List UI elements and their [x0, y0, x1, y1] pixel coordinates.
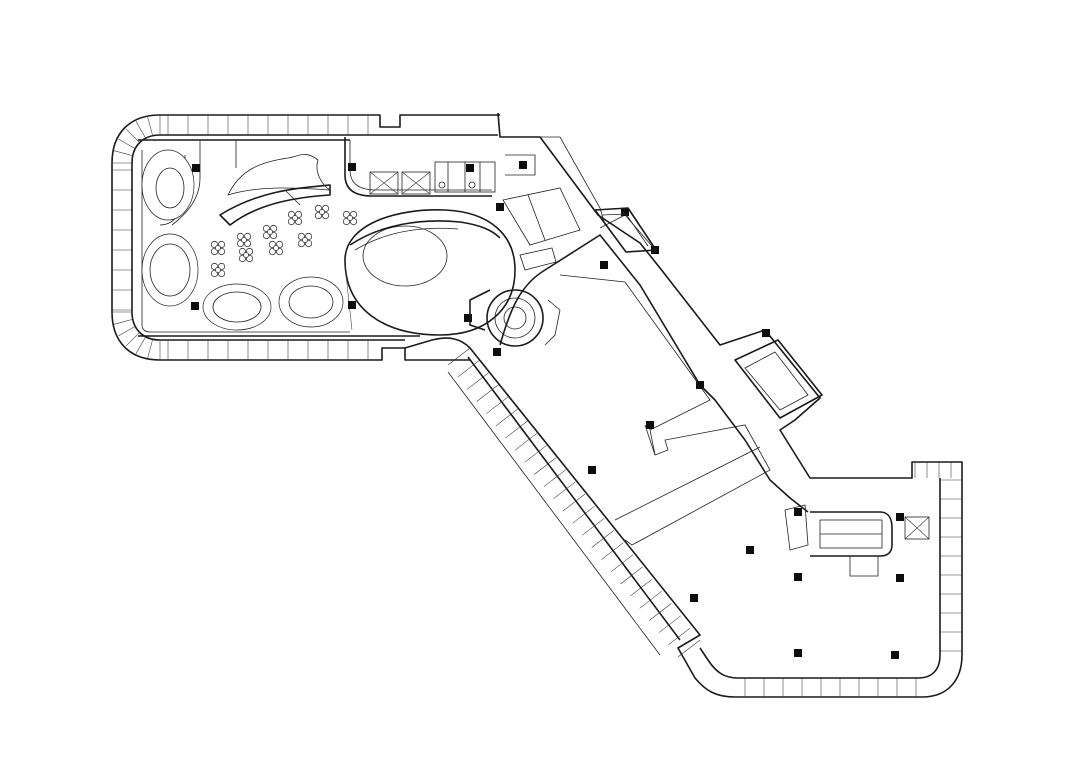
lounge-stools	[210, 204, 358, 278]
balcony-ticks-east	[744, 462, 962, 697]
structural-column	[466, 164, 474, 172]
facade-tick	[658, 615, 682, 633]
oval-atrium	[344, 209, 516, 336]
facade-tick	[610, 554, 634, 573]
facade-tick	[486, 396, 509, 414]
structural-column	[621, 208, 629, 216]
facade-tick	[447, 347, 471, 366]
stool-table	[292, 215, 298, 221]
balcony-ticks-west	[112, 115, 369, 360]
interior-walls	[499, 136, 809, 546]
facade-tick	[505, 420, 528, 439]
facade-tick	[457, 359, 480, 378]
facade-tick	[581, 518, 605, 536]
structural-column	[646, 421, 654, 429]
structural-column	[696, 381, 704, 389]
facade-tick	[553, 481, 576, 500]
facade-tick	[591, 530, 614, 548]
facade-tick	[514, 432, 538, 451]
balcony-tick	[118, 325, 136, 337]
facade-edge	[447, 371, 661, 656]
structural-column	[600, 261, 608, 269]
facade-tick	[476, 384, 499, 402]
structural-column	[493, 348, 501, 356]
diagonal-facade-ticks	[447, 347, 701, 658]
structural-column	[348, 301, 356, 309]
lounge-pods	[141, 149, 344, 331]
stool-table	[215, 245, 221, 251]
balcony-tick	[147, 116, 154, 137]
facade-tick	[543, 469, 567, 487]
structural-column	[896, 513, 904, 521]
facade-tick	[677, 639, 701, 658]
structural-column	[496, 203, 504, 211]
structural-column	[464, 314, 472, 322]
structural-column	[746, 546, 754, 554]
stair-east	[784, 504, 930, 577]
structural-columns	[191, 161, 904, 659]
facade-tick	[466, 372, 490, 390]
round-lobby	[486, 289, 544, 347]
stair-middle	[734, 339, 823, 419]
stair-west	[502, 187, 581, 271]
west-elevator-core	[369, 161, 496, 195]
structural-column	[690, 594, 698, 602]
facade-tick	[572, 505, 595, 524]
structural-column	[588, 466, 596, 474]
facade-tick	[562, 493, 586, 512]
structural-column	[191, 302, 199, 310]
balcony-tick	[113, 318, 134, 325]
facade-tick	[534, 457, 557, 475]
balcony-tick	[147, 338, 154, 359]
facade-tick	[620, 566, 643, 585]
balcony-tick	[125, 331, 141, 347]
structural-column	[794, 573, 802, 581]
structural-column	[192, 164, 200, 172]
facade-tick	[601, 542, 624, 560]
facade-tick	[629, 578, 653, 597]
structural-column	[348, 163, 356, 171]
facade-tick	[524, 445, 547, 463]
core-wall-details	[469, 207, 657, 346]
facade-tick	[668, 627, 691, 646]
stool-table	[243, 252, 249, 258]
main-slab-outline	[404, 112, 963, 698]
stool-table	[319, 209, 325, 215]
stool-table	[267, 229, 273, 235]
balcony-tick	[135, 121, 147, 139]
structural-column	[519, 161, 527, 169]
structural-column	[762, 329, 770, 337]
stool-table	[347, 215, 353, 221]
facade-tick	[639, 591, 662, 609]
structural-column	[896, 574, 904, 582]
stool-table	[215, 267, 221, 273]
stool-table	[302, 237, 308, 243]
structural-column	[794, 649, 802, 657]
structural-column	[794, 508, 802, 516]
stool-table	[241, 237, 247, 243]
stool-table	[273, 245, 279, 251]
balcony-tick	[118, 138, 136, 150]
facade-tick	[649, 603, 672, 621]
structural-column	[891, 651, 899, 659]
balcony-tick	[135, 336, 147, 354]
facade-tick	[495, 408, 519, 427]
balcony-tick	[113, 150, 134, 157]
balcony-tick	[125, 128, 141, 144]
